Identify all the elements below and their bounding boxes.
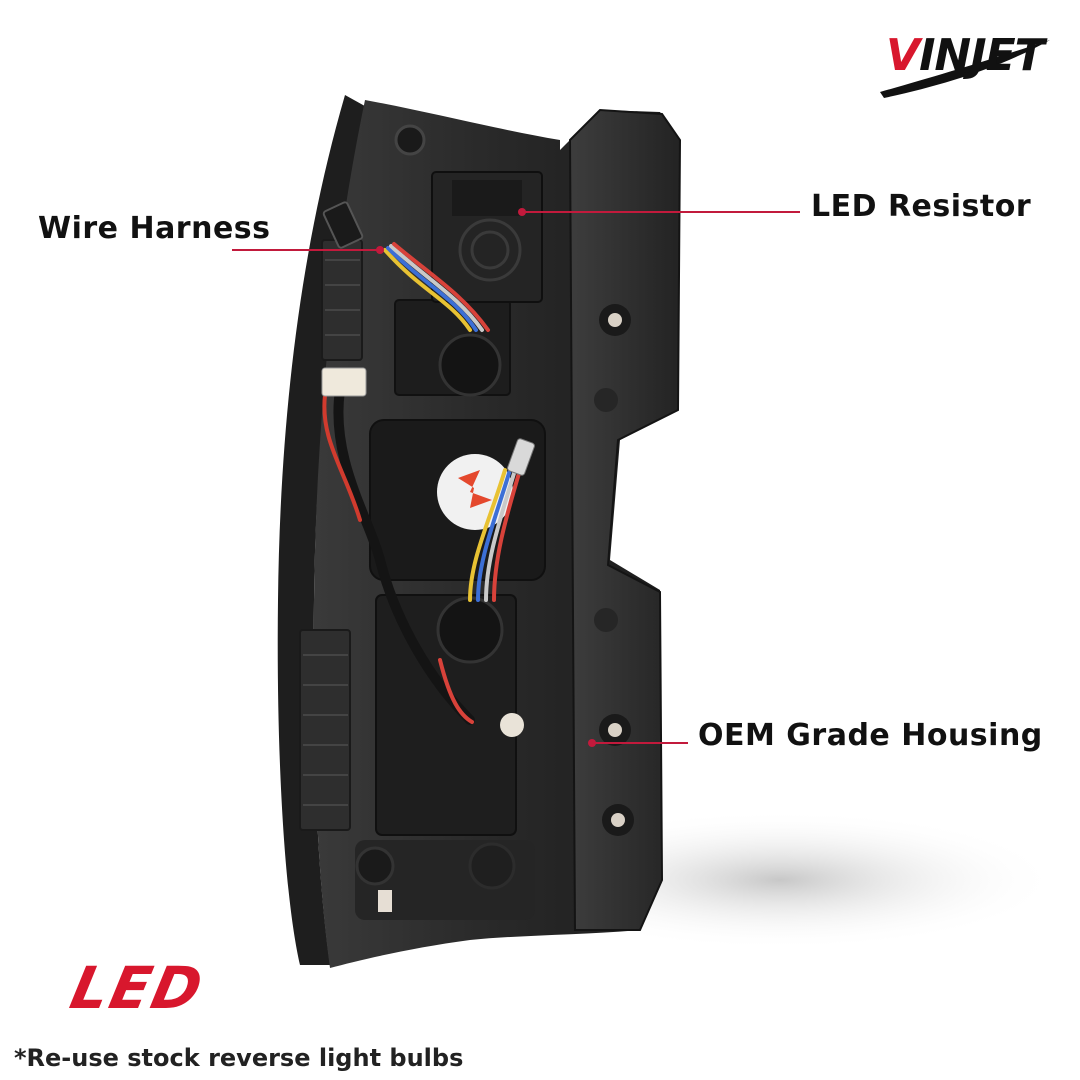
flange-hole <box>594 388 618 412</box>
callout-led-resistor: LED Resistor <box>811 189 1032 224</box>
resistor-vent <box>458 218 522 282</box>
connector-plug <box>321 367 367 397</box>
mount-stud-cap <box>608 723 622 737</box>
footnote: *Re-use stock reverse light bulbs <box>14 1044 464 1072</box>
rib-lines <box>303 259 360 806</box>
mount-stud-cap <box>611 813 625 827</box>
logo-swoosh <box>880 40 1050 98</box>
base-clip <box>355 846 395 886</box>
resistor-label <box>452 180 522 216</box>
upper-socket <box>438 333 502 397</box>
brand-logo: VINJET <box>886 30 1045 81</box>
led-badge: LED <box>64 954 210 1022</box>
mount-stud-cap <box>608 313 622 327</box>
callout-oem-housing: OEM Grade Housing <box>698 718 1043 753</box>
lower-socket <box>436 596 504 664</box>
wire-harness <box>322 242 522 725</box>
mounting-flange <box>568 108 682 931</box>
resistor-vent-inner <box>470 230 510 270</box>
logo-initial: V <box>886 30 920 81</box>
bulb-center-mark <box>458 470 492 508</box>
base-boss <box>468 842 516 890</box>
callout-lines <box>232 208 800 747</box>
base-tag <box>378 890 392 912</box>
bulb-center <box>437 454 513 530</box>
connector-plug <box>322 201 364 249</box>
logo-text: INJET <box>919 30 1045 81</box>
lower-plug <box>500 713 524 737</box>
callout-wire-harness: Wire Harness <box>38 211 271 246</box>
connector-plug <box>507 438 535 476</box>
top-clip <box>394 124 426 156</box>
flange-hole <box>594 608 618 632</box>
